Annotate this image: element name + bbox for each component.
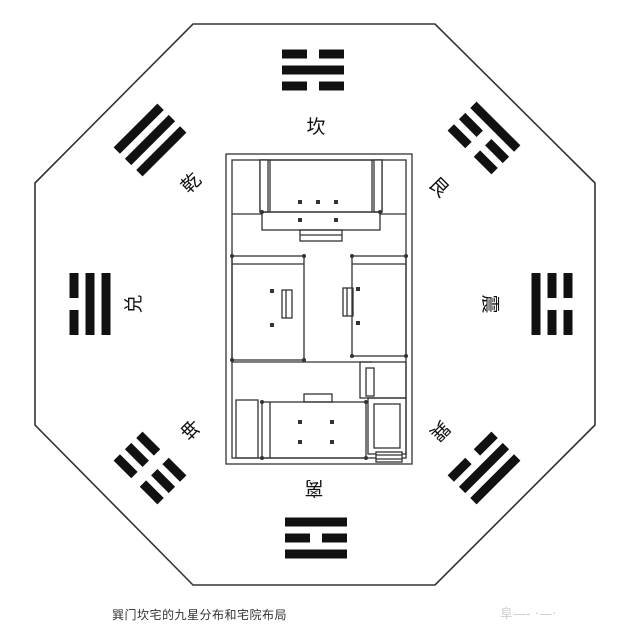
trigram-line (282, 49, 307, 59)
trigram-line (136, 431, 161, 456)
trigram-line (113, 103, 164, 154)
label-kan: 坎 (306, 116, 325, 138)
trigram-dui-icon (69, 273, 111, 335)
trigram-line (101, 273, 111, 335)
trigram-line (113, 454, 138, 479)
trigram-line (563, 273, 573, 298)
trigram-gen-icon (447, 101, 521, 175)
trigram-line (322, 533, 347, 543)
trigram-line (319, 81, 344, 91)
figure-caption: 巽门坎宅的九星分布和宅院布局 (112, 608, 288, 622)
trigram-zhen-icon (531, 273, 573, 335)
octagon-frame (34, 23, 596, 586)
label-li: 离 (304, 477, 323, 499)
trigram-line (458, 442, 510, 494)
trigram-line (470, 101, 521, 152)
trigram-line (151, 469, 176, 494)
trigram-line (531, 273, 541, 335)
trigram-line (547, 273, 557, 298)
trigram-kun-icon (113, 431, 187, 505)
trigram-line (458, 112, 483, 137)
trigram-line (473, 431, 498, 456)
compound-wall-outer (225, 153, 413, 465)
trigram-line (285, 549, 347, 559)
trigram-line (447, 457, 472, 482)
west-hall-steps (281, 289, 293, 319)
column-markers (230, 200, 408, 460)
trigram-line (69, 273, 79, 298)
label-dui: 兑 (123, 294, 145, 313)
east-hall-steps (342, 287, 354, 317)
trigram-kan-icon (282, 49, 344, 91)
trigram-line (563, 310, 573, 335)
trigram-line (473, 150, 498, 175)
trigram-line (124, 114, 176, 166)
trigram-line (319, 49, 344, 59)
south-west-room (235, 399, 259, 459)
west-side-hall (231, 255, 305, 361)
south-hall-steps (303, 393, 333, 403)
trigram-line (139, 480, 164, 505)
courtyard-plan (225, 153, 413, 465)
trigram-line (447, 124, 472, 149)
trigram-line (470, 454, 521, 505)
trigram-line (285, 533, 310, 543)
trigram-line (85, 273, 95, 335)
trigram-line (124, 442, 149, 467)
trigram-xun-icon (447, 431, 521, 505)
trigram-line (282, 65, 344, 75)
trigram-qian-icon (113, 103, 187, 177)
east-side-hall (351, 255, 407, 357)
trigram-line (285, 517, 347, 527)
trigram-line (69, 310, 79, 335)
label-zhen: 震 (479, 294, 501, 313)
trigram-line (282, 81, 307, 91)
gate-opening (375, 451, 403, 463)
trigram-line (162, 457, 187, 482)
trigram-line (485, 139, 510, 164)
trigram-line (136, 126, 187, 177)
watermark: 阜—- ·—· (500, 607, 557, 622)
trigram-line (547, 310, 557, 335)
trigram-li-icon (285, 517, 347, 559)
